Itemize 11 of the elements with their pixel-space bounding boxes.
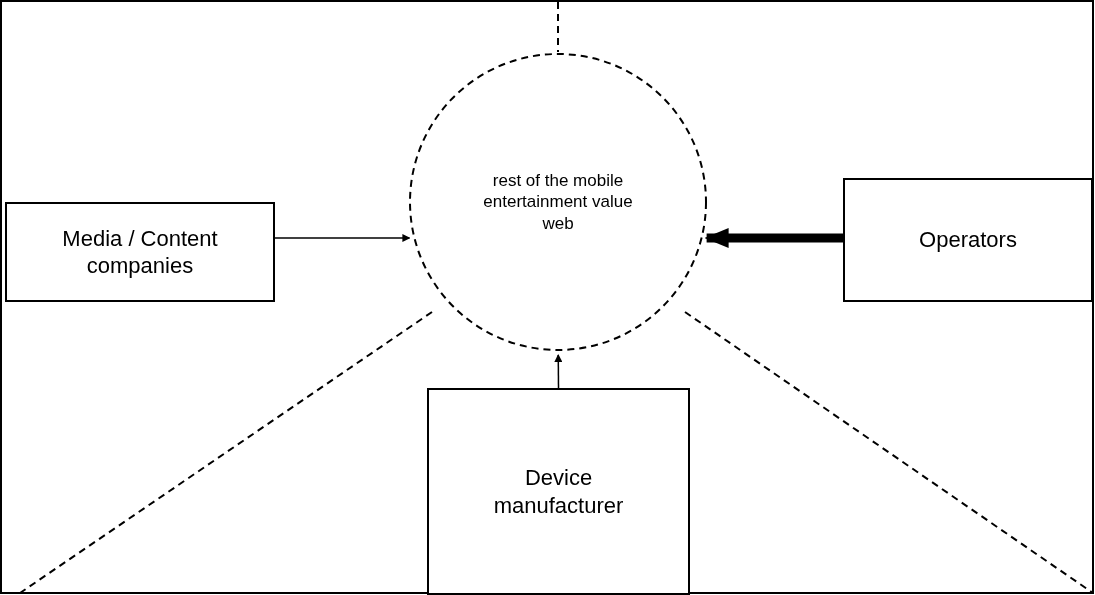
node-label: rest of the mobile entertainment value web [482, 170, 634, 234]
process-box [843, 178, 1093, 302]
arrow [554, 354, 563, 389]
process-box [427, 388, 690, 595]
arrow [274, 234, 411, 242]
dashed-circle [408, 52, 708, 352]
arrow [704, 228, 843, 248]
node-label: Device manufacturer [492, 464, 625, 519]
node-label: Media / Content companies [61, 224, 219, 280]
node-label: Operators [919, 226, 1017, 254]
process-box [5, 202, 275, 302]
